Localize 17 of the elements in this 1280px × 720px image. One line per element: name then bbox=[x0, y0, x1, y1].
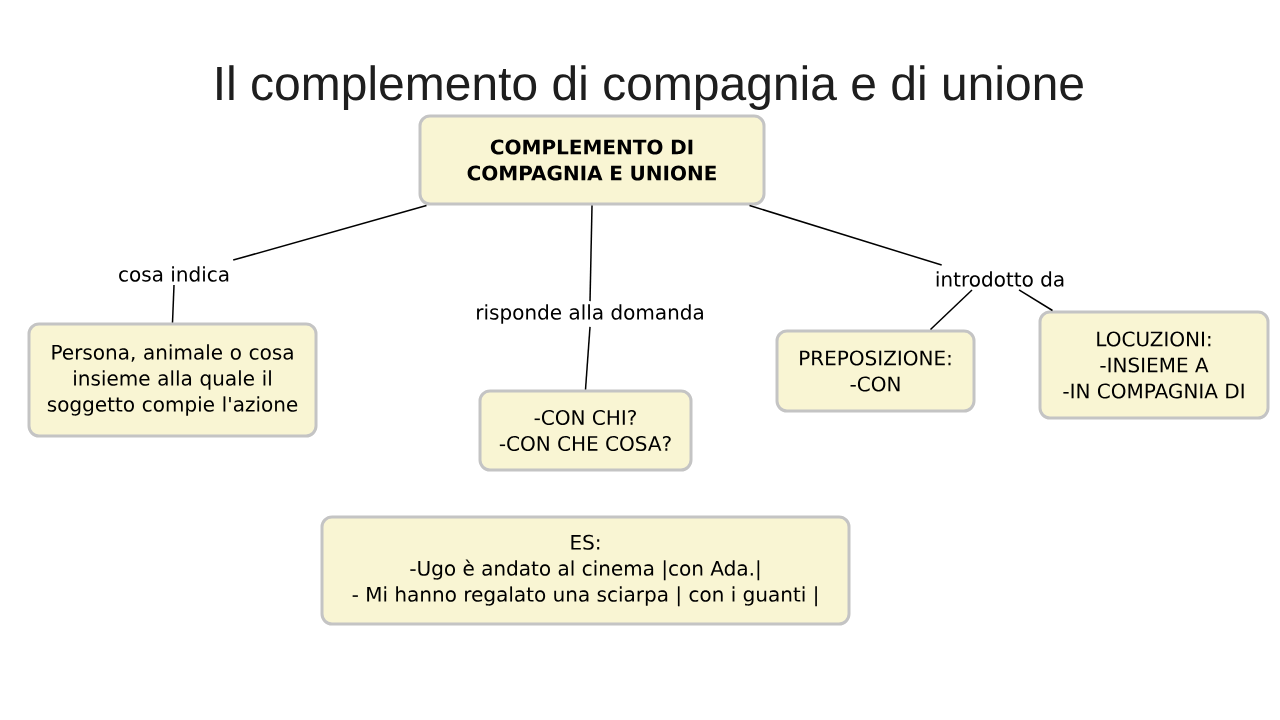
connector-line bbox=[232, 204, 428, 261]
concept-box: PREPOSIZIONE: -CON bbox=[775, 329, 976, 413]
concept-box: LOCUZIONI: -INSIEME A -IN COMPAGNIA DI bbox=[1038, 310, 1270, 420]
connector-line bbox=[589, 204, 593, 302]
connector-line bbox=[584, 326, 591, 391]
linking-phrase: introdotto da bbox=[936, 271, 1064, 287]
concept-box: COMPLEMENTO DI COMPAGNIA E UNIONE bbox=[418, 114, 766, 206]
concept-box: ES: -Ugo è andato al cinema |con Ada.| - Mi hanno regalato una sciarpa | con i guanti | bbox=[320, 515, 851, 626]
concept-box: -CON CHI? -CON CHE COSA? bbox=[478, 389, 693, 472]
connector-line bbox=[1018, 289, 1054, 312]
linking-phrase: cosa indica bbox=[119, 266, 229, 282]
connector-line bbox=[171, 284, 175, 324]
linking-phrase: risponde alla domanda bbox=[477, 304, 703, 324]
connector-line bbox=[748, 204, 943, 266]
title: Il complemento di compagnia e di unione bbox=[217, 65, 1083, 110]
concept-box: Persona, animale o cosa insieme alla quale il soggetto compie l'azione bbox=[27, 322, 318, 438]
connector-line bbox=[929, 289, 973, 331]
